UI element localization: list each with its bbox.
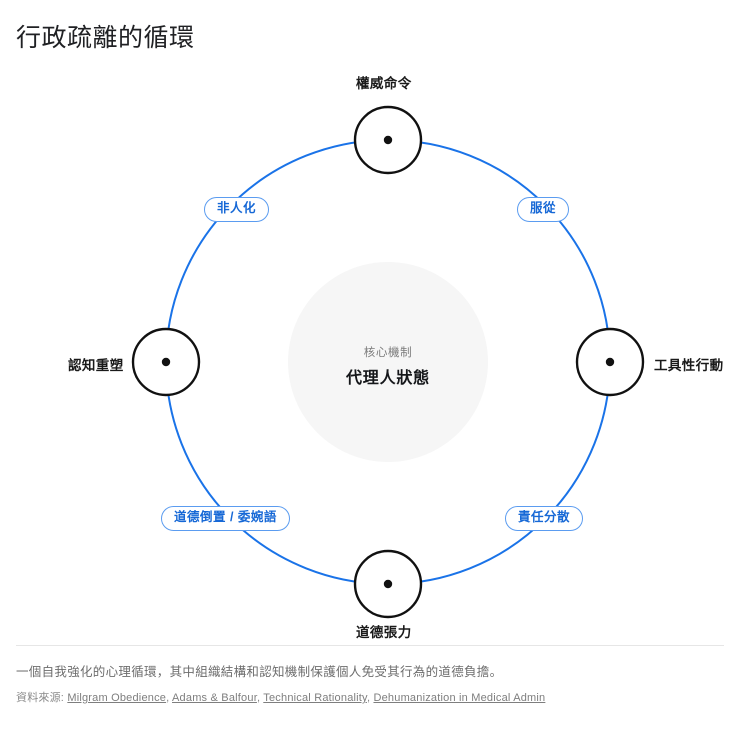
edge-pill-diffusion-of-responsibility[interactable]: 責任分散 — [505, 506, 584, 531]
node-label-moral-tension: 道德張力 — [356, 625, 412, 640]
footer-sources: 資料來源: Milgram Obedience, Adams & Balfour… — [16, 689, 545, 705]
edge-pill-dehumanization[interactable]: 非人化 — [204, 197, 270, 222]
source-link[interactable]: Technical Rationality — [263, 692, 367, 704]
footer-source-links: Milgram Obedience, Adams & Balfour, Tech… — [67, 692, 545, 704]
source-separator: , — [256, 692, 264, 704]
source-link[interactable]: Adams & Balfour — [172, 692, 257, 704]
hub-kicker: 核心機制 — [363, 347, 413, 359]
node-dot-cognitive-restructuring — [161, 357, 171, 367]
hub-title: 代理人狀態 — [345, 370, 430, 387]
hub-disc — [288, 262, 488, 462]
node-label-cognitive-restructuring: 認知重塑 — [68, 358, 124, 373]
node-label-instrumental-action: 工具性行動 — [654, 358, 724, 373]
source-separator: , — [166, 692, 173, 704]
source-separator: , — [366, 692, 374, 704]
source-link[interactable]: Dehumanization in Medical Admin — [373, 692, 546, 704]
footer-caption: 一個自我強化的心理循環，其中組織結構和認知機制保護個人免受其行為的道德負擔。 — [16, 665, 503, 679]
footer-divider — [16, 645, 724, 646]
page-title: 行政疏離的循環 — [16, 24, 195, 52]
node-dot-authority-command — [383, 135, 393, 145]
node-dot-moral-tension — [383, 579, 393, 589]
cycle-diagram: 權威命令 工具性行動 道德張力 認知重塑 服從 責任分散 道德倒置 / 委婉語 … — [0, 62, 740, 642]
hub-text: 核心機制 代理人狀態 — [258, 344, 518, 388]
edge-pill-moral-inversion-euphemism[interactable]: 道德倒置 / 委婉語 — [161, 506, 290, 531]
footer: 一個自我強化的心理循環，其中組織結構和認知機制保護個人免受其行為的道德負擔。 資… — [0, 645, 740, 735]
footer-sources-label: 資料來源: — [16, 692, 65, 704]
node-label-authority-command: 權威命令 — [356, 76, 412, 91]
source-link[interactable]: Milgram Obedience — [67, 692, 167, 704]
edge-pill-obedience[interactable]: 服從 — [517, 197, 570, 222]
node-dot-instrumental-action — [605, 357, 615, 367]
cycle-diagram-canvas — [131, 105, 645, 619]
